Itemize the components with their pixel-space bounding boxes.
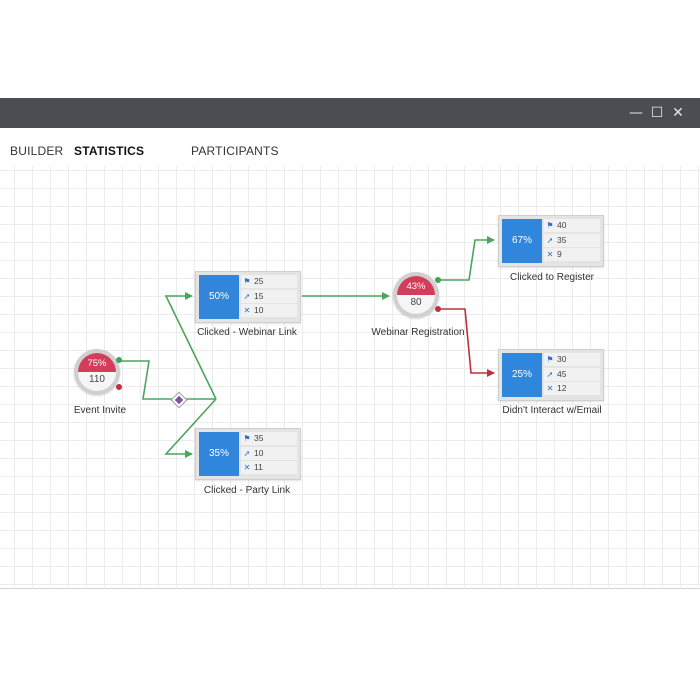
- running-person-icon: ➚: [546, 235, 554, 245]
- in-progress-stat: ➚45: [544, 367, 600, 381]
- gauge-dial: 75% 110: [78, 353, 116, 391]
- card-percent: 50%: [199, 275, 239, 319]
- exited-stat: ✕9: [544, 248, 600, 261]
- minimize-button[interactable]: —: [629, 105, 643, 121]
- gauge-percent: 43%: [397, 276, 435, 295]
- didnt-interact-label: Didn't Interact w/Email: [502, 405, 602, 416]
- exited-count: 9: [557, 249, 562, 259]
- tab-builder[interactable]: BUILDER: [10, 144, 64, 158]
- running-person-icon: ➚: [243, 448, 251, 458]
- tab-participants[interactable]: PARTICIPANTS: [191, 144, 279, 158]
- goal-stat: ⚑25: [241, 275, 297, 288]
- running-person-icon: ➚: [243, 291, 251, 301]
- failure-port[interactable]: [435, 306, 441, 312]
- goal-count: 30: [557, 354, 567, 364]
- maximize-button[interactable]: ☐: [650, 105, 664, 121]
- card-stats: ⚑25 ➚15 ✕10: [241, 275, 297, 319]
- clicked-to-register-card[interactable]: 67% ⚑40 ➚35 ✕9: [498, 215, 604, 267]
- card-stats: ⚑30 ➚45 ✕12: [544, 353, 600, 397]
- gauge-count: 80: [410, 297, 422, 308]
- goal-stat: ⚑30: [544, 353, 600, 366]
- flag-icon: ⚑: [546, 221, 554, 230]
- success-port[interactable]: [435, 277, 441, 283]
- card-percent: 67%: [502, 219, 542, 263]
- x-icon: ✕: [546, 384, 554, 393]
- tab-statistics[interactable]: STATISTICS: [74, 144, 145, 158]
- link-registration-to-register: [439, 236, 495, 281]
- exited-count: 12: [557, 383, 567, 393]
- title-bar: — ☐ ✕: [0, 98, 700, 128]
- app-window: — ☐ ✕ BUILDER STATISTICS PARTICIPANTS: [0, 98, 700, 589]
- in-progress-count: 35: [557, 234, 567, 245]
- in-progress-stat: ➚35: [544, 233, 600, 247]
- flag-icon: ⚑: [243, 434, 251, 443]
- link-registration-to-no-interact: [439, 308, 495, 377]
- in-progress-count: 10: [254, 447, 264, 458]
- split-icon: [174, 395, 184, 405]
- goal-count: 40: [557, 220, 567, 230]
- didnt-interact-card[interactable]: 25% ⚑30 ➚45 ✕12: [498, 349, 604, 401]
- goal-count: 25: [254, 276, 264, 286]
- link-split-to-webinar-link: [164, 292, 217, 400]
- x-icon: ✕: [243, 306, 251, 315]
- clicked-webinar-link-card[interactable]: 50% ⚑25 ➚15 ✕10: [195, 271, 301, 323]
- in-progress-count: 45: [557, 368, 567, 379]
- gauge-percent: 75%: [78, 353, 116, 372]
- failure-port[interactable]: [116, 384, 122, 390]
- card-stats: ⚑40 ➚35 ✕9: [544, 219, 600, 263]
- in-progress-stat: ➚15: [241, 289, 297, 303]
- webinar-registration-label: Webinar Registration: [371, 327, 465, 338]
- card-stats: ⚑35 ➚10 ✕11: [241, 432, 297, 476]
- card-percent: 25%: [502, 353, 542, 397]
- exited-stat: ✕10: [241, 304, 297, 317]
- flag-icon: ⚑: [243, 277, 251, 286]
- exited-stat: ✕11: [241, 461, 297, 474]
- link-invite-to-split: [121, 360, 216, 400]
- gauge-dial: 43% 80: [397, 276, 435, 314]
- goal-stat: ⚑40: [544, 219, 600, 232]
- link-split-to-party-link: [164, 398, 217, 458]
- exited-stat: ✕12: [544, 382, 600, 395]
- close-button[interactable]: ✕: [672, 105, 684, 121]
- flag-icon: ⚑: [546, 355, 554, 364]
- success-port[interactable]: [116, 357, 122, 363]
- x-icon: ✕: [546, 250, 554, 259]
- clicked-to-register-label: Clicked to Register: [510, 272, 594, 283]
- in-progress-stat: ➚10: [241, 446, 297, 460]
- exited-count: 11: [254, 462, 263, 472]
- event-invite-node[interactable]: 75% 110: [74, 349, 120, 395]
- x-icon: ✕: [243, 463, 251, 472]
- clicked-party-link-label: Clicked - Party Link: [203, 485, 291, 496]
- running-person-icon: ➚: [546, 369, 554, 379]
- clicked-webinar-link-label: Clicked - Webinar Link: [197, 327, 297, 338]
- exited-count: 10: [254, 305, 264, 315]
- event-invite-label: Event Invite: [73, 405, 127, 416]
- workflow-canvas[interactable]: 75% 110 Event Invite 50% ⚑25 ➚15 ✕10 Cli…: [0, 166, 700, 587]
- goal-count: 35: [254, 433, 264, 443]
- tab-bar: BUILDER STATISTICS PARTICIPANTS: [0, 128, 700, 166]
- clicked-party-link-card[interactable]: 35% ⚑35 ➚10 ✕11: [195, 428, 301, 480]
- webinar-registration-node[interactable]: 43% 80: [393, 272, 439, 318]
- card-percent: 35%: [199, 432, 239, 476]
- goal-stat: ⚑35: [241, 432, 297, 445]
- in-progress-count: 15: [254, 290, 264, 301]
- gauge-count: 110: [89, 374, 105, 385]
